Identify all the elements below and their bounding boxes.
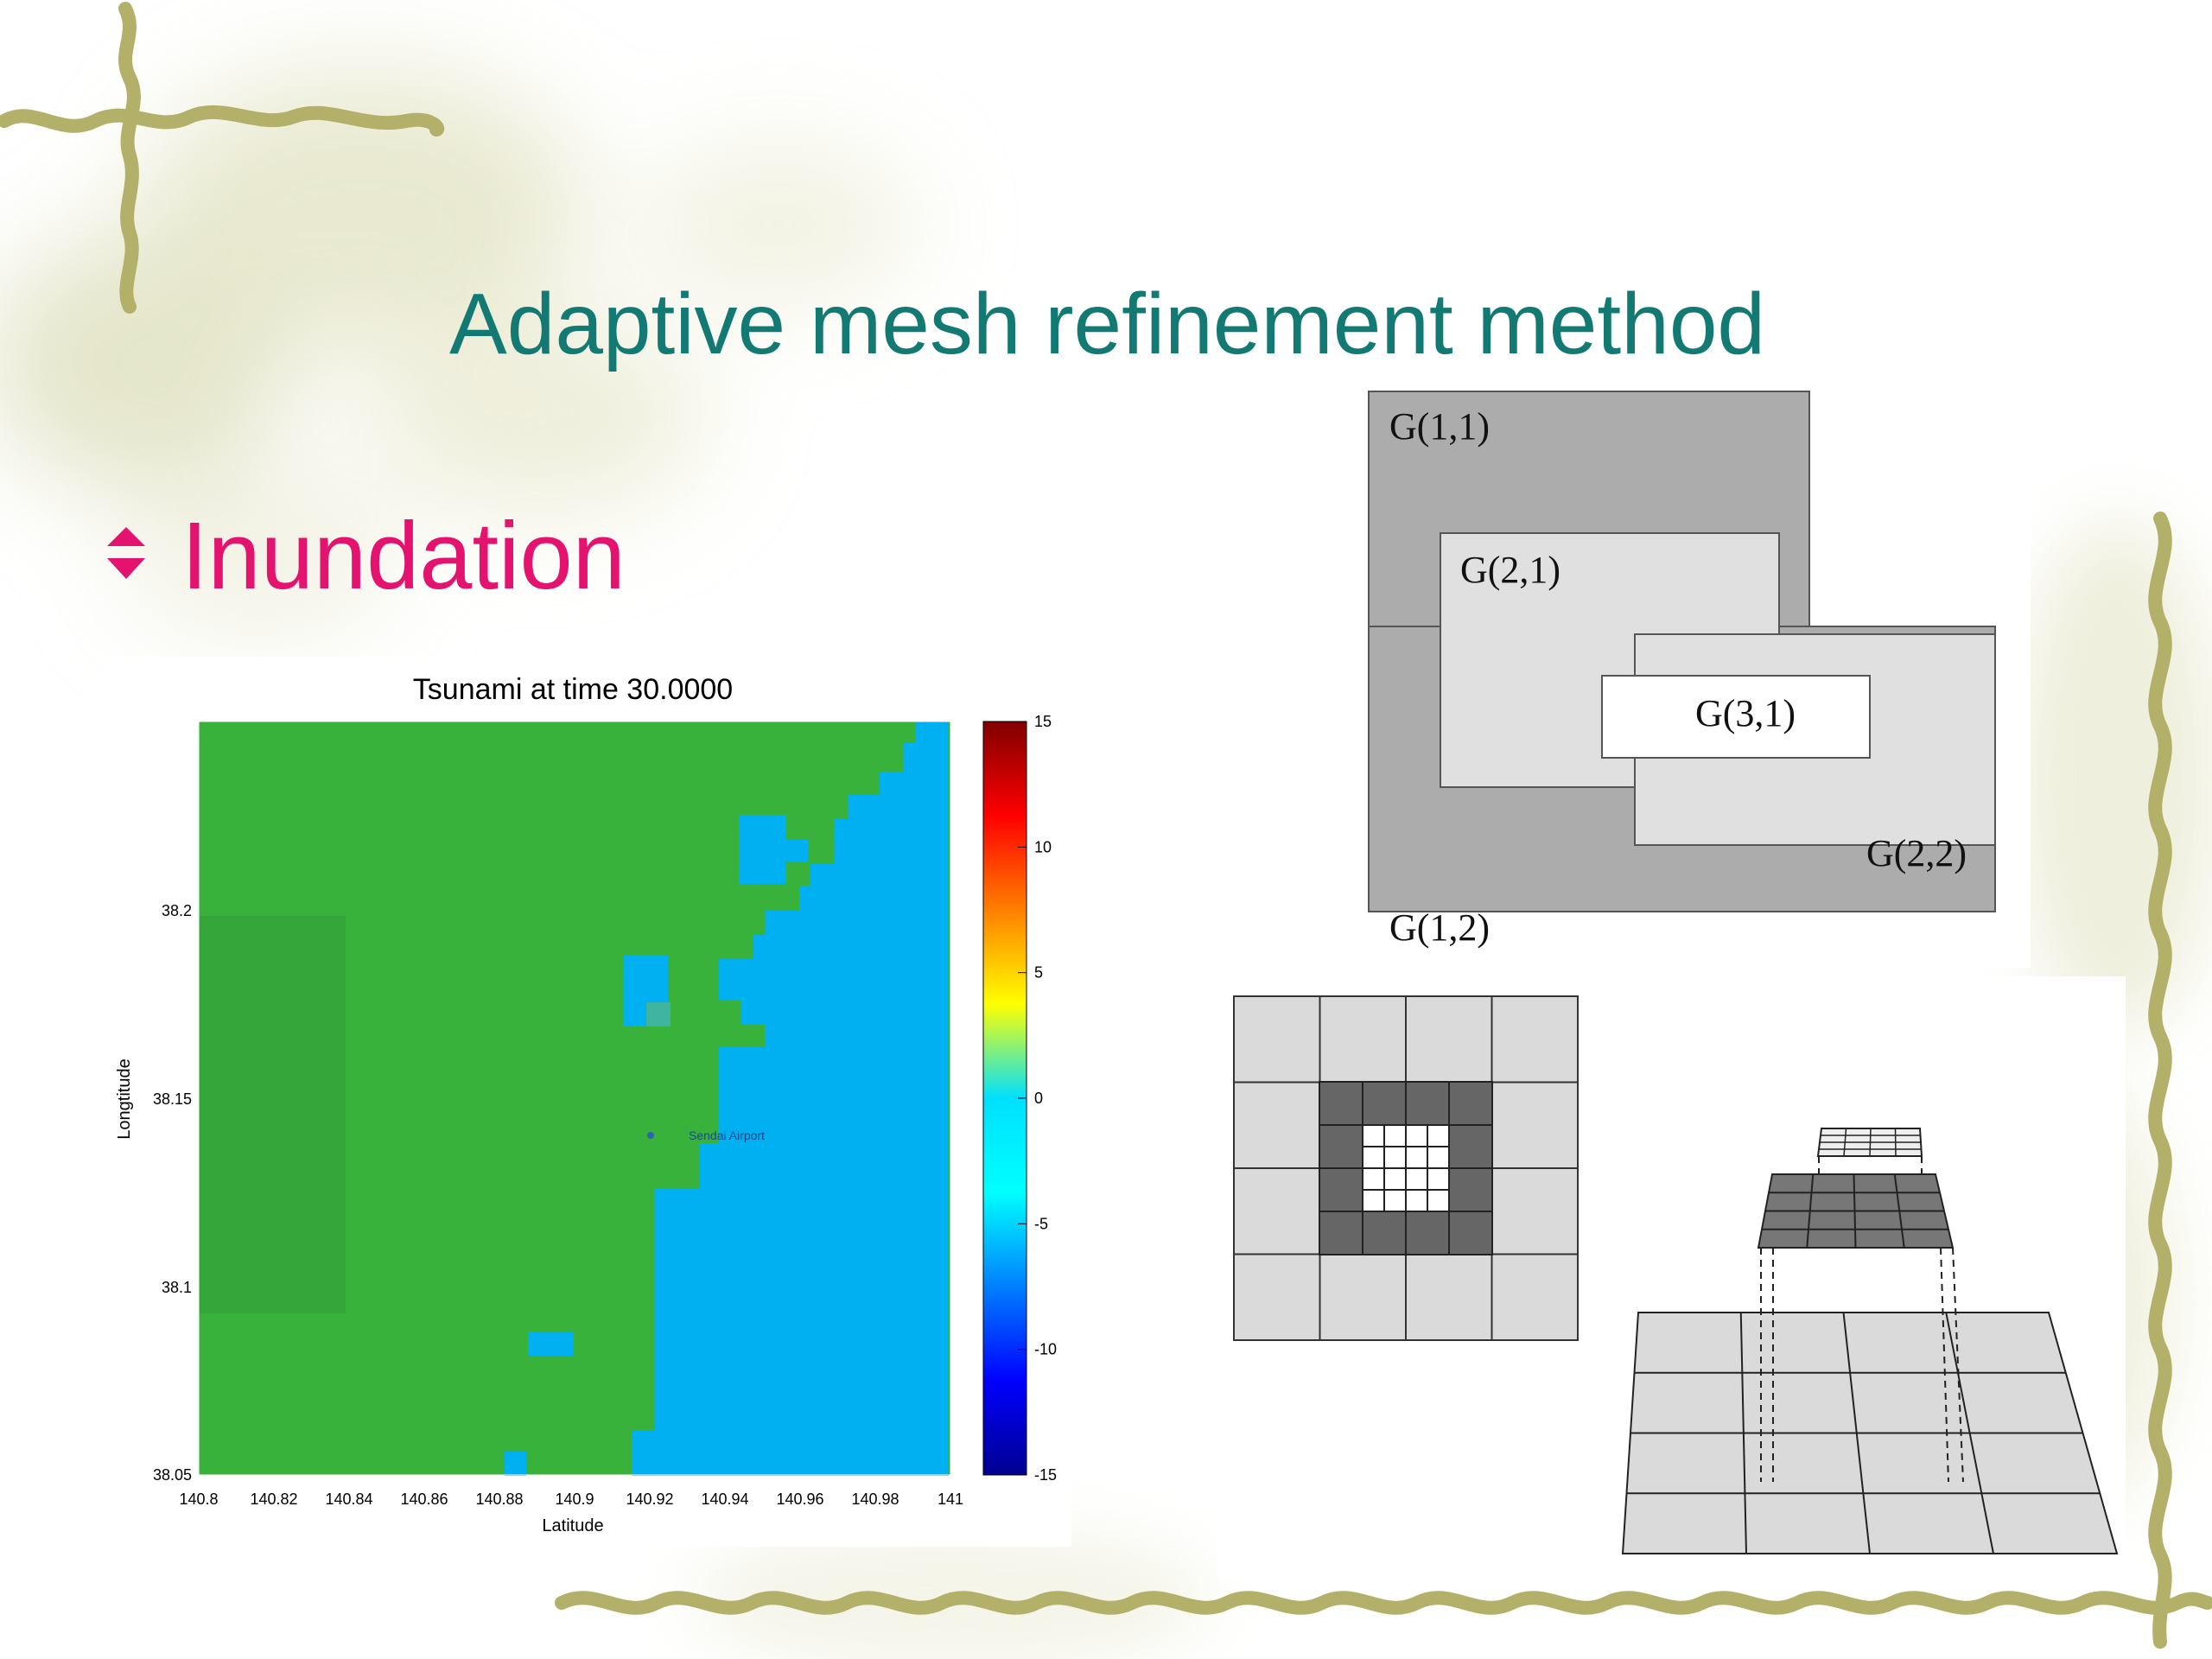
colorbar-tick-label: -5 xyxy=(1034,1215,1048,1232)
vine-decoration-icon xyxy=(555,1591,2212,1615)
y-axis-label: Longtitude xyxy=(115,1058,134,1139)
y-tick-label: 38.2 xyxy=(162,902,192,919)
y-tick-label: 38.1 xyxy=(162,1279,192,1296)
grid-label-g21: G(2,1) xyxy=(1460,549,1560,591)
x-axis-label: Latitude xyxy=(542,1516,603,1535)
grid-label-g22: G(2,2) xyxy=(1866,832,1967,874)
vine-decoration-icon xyxy=(2148,512,2172,1649)
x-tick-label: 141 xyxy=(938,1491,963,1508)
colorbar-ticks: 15 10 5 0 -5 -10 -15 xyxy=(1018,713,1057,1484)
plot-frame xyxy=(198,721,951,1476)
x-tick-label: 140.96 xyxy=(776,1491,823,1508)
x-tick-label: 140.8 xyxy=(179,1491,218,1508)
x-tick-label: 140.88 xyxy=(475,1491,523,1508)
slide-title: Adaptive mesh refinement method xyxy=(449,276,1766,372)
projection-line xyxy=(1940,1247,1949,1483)
land-shading xyxy=(199,916,346,1313)
grid-label-g11: G(1,1) xyxy=(1389,405,1490,448)
x-tick-label: 140.82 xyxy=(250,1491,297,1508)
y-tick-label: 38.15 xyxy=(153,1090,192,1108)
x-tick-label: 140.94 xyxy=(701,1491,748,1508)
colorbar-tick-label: 0 xyxy=(1034,1090,1043,1107)
colorbar-tick-label: 10 xyxy=(1034,838,1052,855)
water-pond xyxy=(505,1452,526,1476)
perspective-refinement-stack xyxy=(1621,1128,2119,1554)
y-tick-label: 38.05 xyxy=(153,1466,192,1484)
airport-marker xyxy=(647,1132,654,1139)
colorbar-tick-label: -15 xyxy=(1034,1466,1057,1484)
grid-g31 xyxy=(1601,675,1871,759)
water-pond xyxy=(739,815,786,884)
refinement-figure xyxy=(1218,976,2126,1581)
flat-refinement-grid xyxy=(1233,995,1579,1341)
x-tick-label: 140.98 xyxy=(851,1491,899,1508)
y-axis-ticks: 38.2 38.15 38.1 38.05 xyxy=(153,902,192,1484)
water-pond xyxy=(646,1002,671,1027)
water-area xyxy=(632,721,949,1476)
x-axis-ticks: 140.8 140.82 140.84 140.86 140.88 140.9 140.92… xyxy=(179,1491,963,1508)
map-plot-area: Sendai Airport xyxy=(198,721,951,1476)
grid-label-g31: G(3,1) xyxy=(1695,692,1796,734)
diamond-bullet-icon xyxy=(107,527,145,579)
projection-line xyxy=(1952,1247,1964,1483)
x-tick-label: 140.9 xyxy=(555,1491,594,1508)
colorbar-tick-label: 5 xyxy=(1034,964,1043,982)
vine-decoration-icon xyxy=(0,2,445,314)
bullet-label: Inundation xyxy=(181,503,626,609)
grid-label-g12: G(1,2) xyxy=(1389,906,1490,949)
colorbar-tick-label: 15 xyxy=(1034,713,1052,730)
water-pond xyxy=(528,1332,574,1356)
x-tick-label: 140.84 xyxy=(325,1491,372,1508)
colorbar-tick-label: -10 xyxy=(1034,1341,1057,1358)
x-tick-label: 140.92 xyxy=(626,1491,673,1508)
x-tick-label: 140.86 xyxy=(400,1491,448,1508)
tsunami-map-figure: Tsunami at time 30.0000 Sendai Airport 1… xyxy=(104,657,1071,1547)
airport-label: Sendai Airport xyxy=(689,1128,765,1142)
colorbar: 15 10 5 0 -5 -10 -15 xyxy=(982,713,1057,1484)
grid-hierarchy-figure: G(1,1) G(2,1) G(3,1) G(2,2) G(1,2) xyxy=(1357,363,2031,968)
map-title: Tsunami at time 30.0000 xyxy=(413,673,733,706)
water-pond xyxy=(786,840,808,861)
foliage-blur-top-left xyxy=(0,69,916,639)
